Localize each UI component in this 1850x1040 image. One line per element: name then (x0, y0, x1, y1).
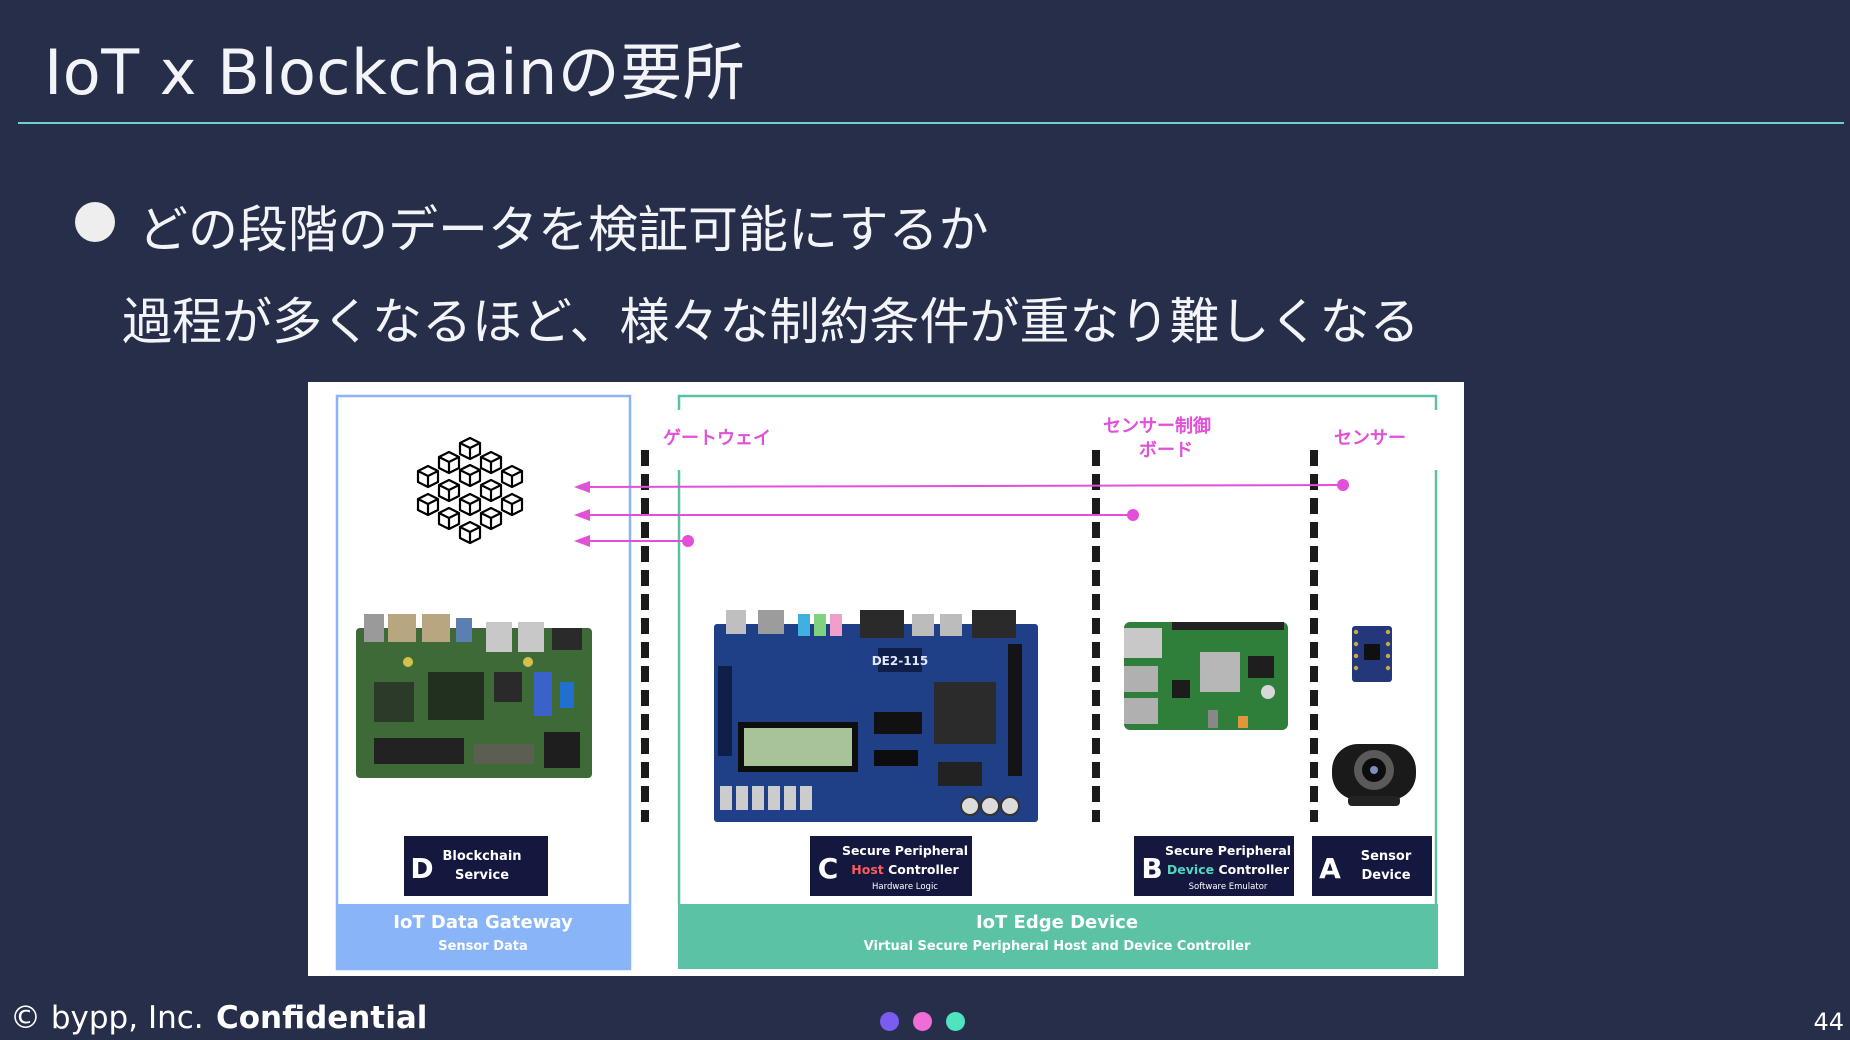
sensor-board-label-line1: センサー制御 (1103, 415, 1211, 437)
box-b-line3: Software Emulator (1189, 882, 1268, 892)
webcam-image (1332, 744, 1416, 806)
gateway-panel-title: IoT Data Gateway (393, 912, 573, 933)
footer-copyright: © bypp, Inc. (10, 1000, 204, 1036)
edge-panel-top-bracket (677, 394, 1438, 410)
blockchain-service-label: D Blockchain Service (404, 836, 548, 896)
sensor-data-arrow (574, 479, 1349, 493)
box-a-line1: Sensor (1361, 849, 1412, 864)
sensor-device-label: A Sensor Device (1312, 836, 1432, 896)
box-a-letter: A (1319, 852, 1341, 885)
box-c-line2: Host Controller (851, 862, 959, 877)
raspberry-pi-image (1124, 622, 1288, 730)
brand-dot-purple (880, 1012, 899, 1031)
brand-dot-teal (946, 1012, 965, 1031)
sensor-chip-image (1352, 626, 1392, 682)
bullet-icon (75, 202, 115, 242)
box-c-line1: Secure Peripheral (842, 843, 968, 858)
sensor-board-label-line2: ボード (1139, 440, 1193, 461)
edge-panel-subtitle: Virtual Secure Peripheral Host and Devic… (864, 939, 1251, 954)
bullet-text: どの段階のデータを検証可能にするか (138, 201, 989, 259)
footer-confidential: Confidential (216, 1000, 428, 1036)
gateway-data-arrow (574, 535, 694, 547)
host-controller-label: C Secure Peripheral Host Controller Hard… (810, 836, 972, 896)
brand-dot-pink (913, 1012, 932, 1031)
board-data-arrow (574, 509, 1139, 521)
gateway-label: ゲートウェイ (663, 427, 771, 449)
page-number: 44 (1813, 1008, 1844, 1036)
device-controller-label: B Secure Peripheral Device Controller So… (1134, 836, 1294, 896)
box-d-line2: Service (455, 868, 509, 883)
gateway-panel-footer (337, 904, 630, 969)
fpga-board-image: DE2-115 (714, 610, 1038, 822)
box-d-line1: Blockchain (442, 849, 521, 864)
gateway-board-image (356, 614, 592, 778)
blockchain-cubes-icon (416, 436, 524, 545)
title-divider (18, 122, 1844, 124)
edge-panel-title: IoT Edge Device (976, 912, 1138, 933)
box-a-line2: Device (1361, 868, 1410, 883)
box-c-line3: Hardware Logic (872, 882, 938, 892)
fpga-board-text: DE2-115 (872, 654, 929, 668)
architecture-diagram: IoT Data Gateway Sensor Data IoT Edge De… (308, 382, 1464, 976)
box-d-letter: D (410, 852, 433, 885)
edge-panel-footer (678, 904, 1438, 969)
slide-title: IoT x Blockchainの要所 (44, 36, 746, 109)
sub-text: 過程が多くなるほど、様々な制約条件が重なり難しくなる (122, 293, 1420, 351)
box-c-letter: C (818, 852, 839, 885)
box-b-line1: Secure Peripheral (1165, 843, 1291, 858)
sensor-label: センサー (1334, 428, 1406, 449)
box-b-line2: Device Controller (1167, 862, 1290, 877)
box-b-letter: B (1141, 852, 1162, 885)
gateway-panel-subtitle: Sensor Data (438, 939, 528, 954)
